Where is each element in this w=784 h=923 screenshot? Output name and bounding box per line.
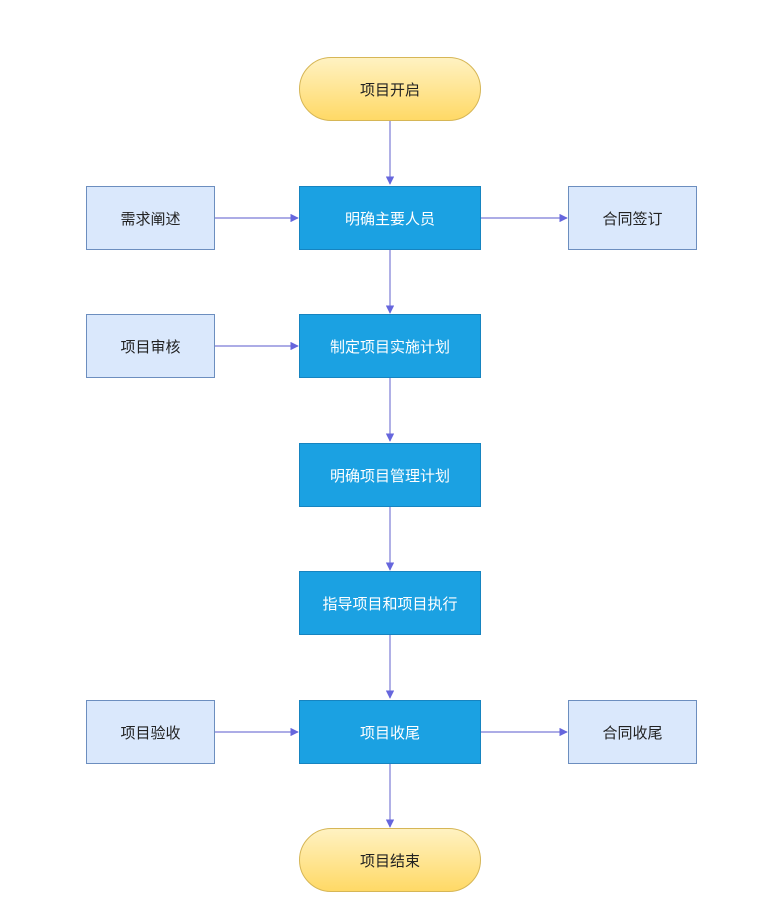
step-implementation-plan: 制定项目实施计划 bbox=[299, 314, 481, 378]
end-node: 项目结束 bbox=[299, 828, 481, 892]
input-project-review: 项目审核 bbox=[86, 314, 215, 378]
output-contract-signing: 合同签订 bbox=[568, 186, 697, 250]
input-project-acceptance: 项目验收 bbox=[86, 700, 215, 764]
step-project-closing: 项目收尾 bbox=[299, 700, 481, 764]
input-requirements: 需求阐述 bbox=[86, 186, 215, 250]
step-guide-execution: 指导项目和项目执行 bbox=[299, 571, 481, 635]
step-management-plan: 明确项目管理计划 bbox=[299, 443, 481, 507]
step-identify-key-personnel: 明确主要人员 bbox=[299, 186, 481, 250]
start-node: 项目开启 bbox=[299, 57, 481, 121]
output-contract-closing: 合同收尾 bbox=[568, 700, 697, 764]
